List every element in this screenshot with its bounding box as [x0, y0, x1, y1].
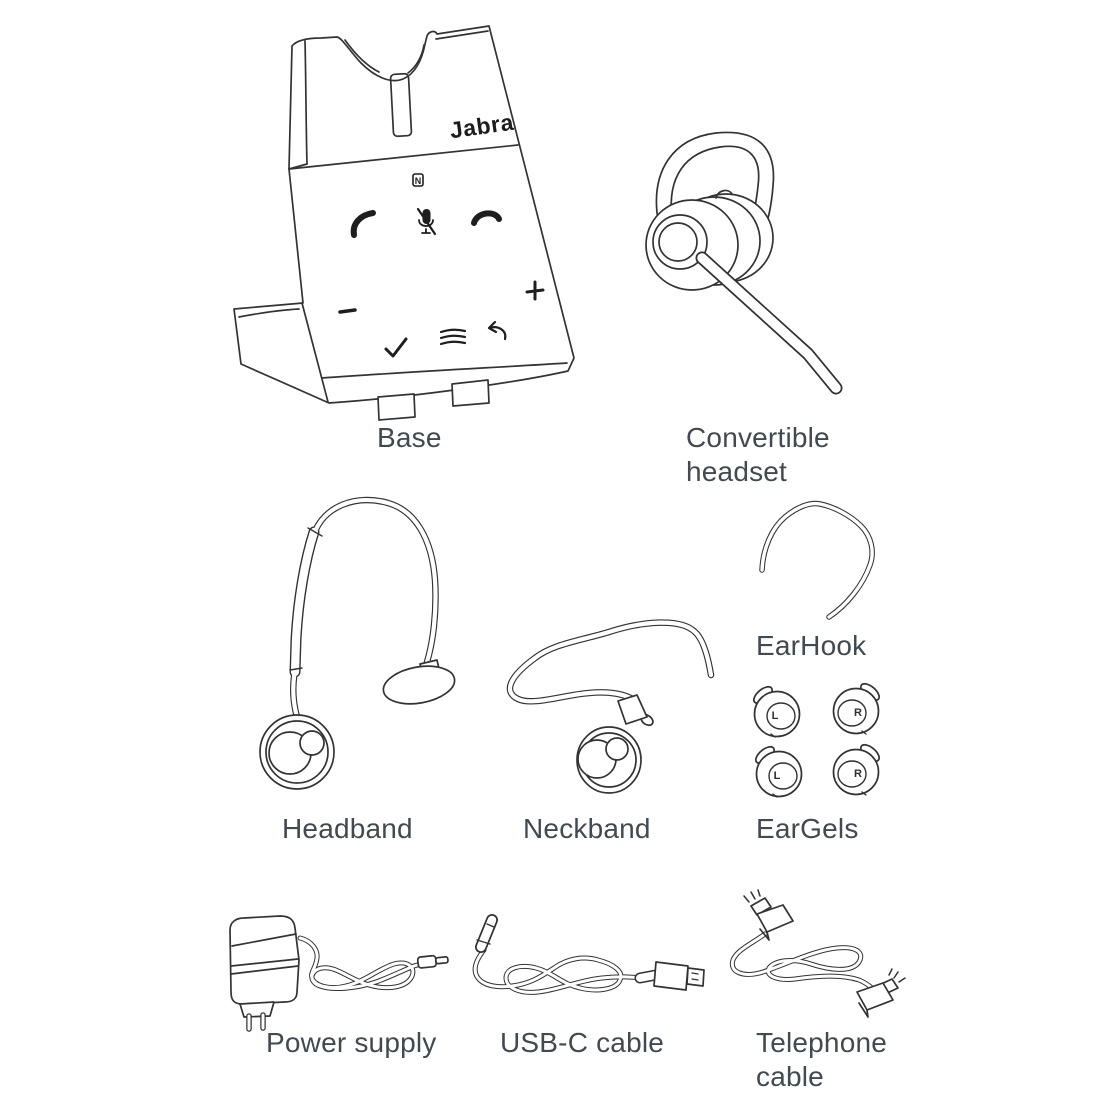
convertible-headset-label: Convertible headset	[686, 422, 830, 487]
earhook-illustration	[750, 495, 898, 627]
volume-up-icon	[525, 280, 545, 301]
earhook-wire	[759, 500, 875, 620]
base-foot-tab	[451, 379, 490, 407]
cradle-slot	[389, 72, 413, 138]
accept-call-icon	[350, 210, 376, 238]
eargel-right: R	[832, 743, 880, 796]
usbc-cable-cord	[472, 947, 645, 995]
svg-text:L: L	[772, 710, 779, 722]
telephone-cable-cord	[729, 931, 884, 1003]
headband-arc	[289, 496, 439, 721]
earhook-label: EarHook	[756, 630, 867, 661]
eargel-right: R	[832, 682, 880, 735]
mute-microphone-icon	[416, 207, 437, 236]
telephone-cable-illustration	[713, 886, 911, 1026]
eargel-left: L	[755, 745, 803, 798]
power-cable	[297, 935, 427, 992]
usbc-connector	[475, 914, 498, 953]
power-supply-illustration	[218, 898, 466, 1033]
svg-text:R: R	[854, 768, 862, 780]
power-supply-label: Power supply	[266, 1027, 437, 1058]
convertible-headset-illustration	[630, 108, 900, 418]
speaker-ring	[652, 214, 708, 270]
mount-bump	[715, 189, 733, 199]
eargels-illustration: L R L	[746, 676, 898, 810]
svg-text:R: R	[854, 707, 862, 719]
earcup-holder	[259, 714, 335, 790]
eargels-label: EarGels	[756, 813, 859, 844]
rj9-plug-top	[743, 889, 794, 941]
wall-adapter	[229, 915, 300, 1032]
usbc-cable-label: USB-C cable	[500, 1027, 665, 1058]
eargel-left: L	[753, 685, 801, 738]
back-icon	[487, 320, 507, 341]
temple-pad	[382, 659, 456, 705]
base-foot-tab	[377, 393, 416, 421]
confirm-icon	[384, 337, 408, 358]
headband-illustration	[248, 482, 473, 812]
headband-label: Headband	[282, 813, 413, 844]
neckband-illustration	[495, 607, 730, 807]
neckband-wire	[506, 619, 715, 705]
volume-down-icon	[338, 308, 357, 314]
power-connector	[416, 954, 449, 969]
base-body	[233, 25, 575, 404]
telephone-cable-label: Telephone cable	[756, 1027, 888, 1092]
earcup-holder	[576, 726, 642, 794]
base-label: Base	[377, 422, 442, 453]
end-call-icon	[471, 210, 502, 226]
menu-icon	[439, 328, 467, 346]
microphone-boom	[695, 251, 843, 395]
svg-text:L: L	[774, 770, 781, 782]
earcup-mount	[617, 694, 654, 727]
usba-connector	[634, 961, 705, 991]
usbc-cable-illustration	[462, 900, 714, 1015]
nfc-icon: N	[412, 173, 424, 187]
speaker-hole	[658, 222, 698, 262]
base-illustration: Jabra N	[225, 12, 595, 424]
neckband-label: Neckband	[523, 813, 651, 844]
rj9-plug-bottom	[856, 968, 906, 1018]
svg-text:N: N	[415, 176, 422, 186]
